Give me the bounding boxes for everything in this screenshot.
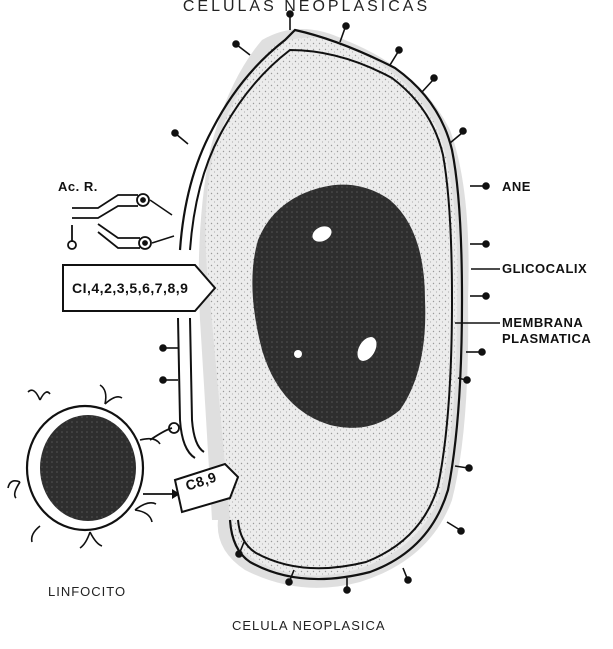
nucleolus — [294, 350, 302, 358]
antibody-icon — [68, 194, 151, 249]
label-plasmatica: PLASMATICA — [502, 332, 591, 346]
lymphocyte — [8, 385, 160, 548]
label-ac-r: Ac. R. — [58, 180, 98, 194]
label-complement: CI,4,2,3,5,6,7,8,9 — [72, 281, 188, 295]
label-membrana: MEMBRANA — [502, 316, 583, 330]
label-linfocito: LINFOCITO — [48, 584, 126, 599]
plasma-membrane-lower — [178, 318, 195, 458]
label-celula-neoplasica: CELULA NEOPLASICA — [232, 618, 386, 633]
label-glicocalix: GLICOCALIX — [502, 262, 587, 276]
label-ane: ANE — [502, 180, 531, 194]
diagram-title: CELULAS NEOPLASICAS — [0, 0, 613, 16]
